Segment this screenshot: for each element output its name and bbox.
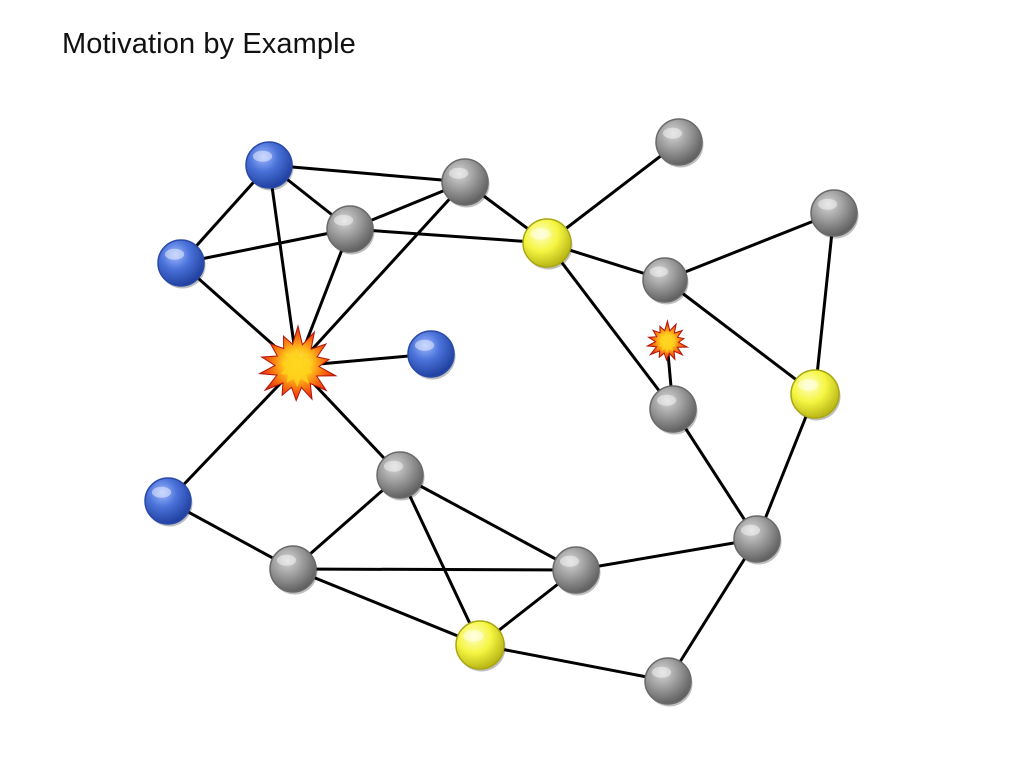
- node-gray: [733, 515, 782, 565]
- node-gray: [441, 158, 490, 208]
- edge-y2-g10: [755, 393, 817, 540]
- edge-g7-y3: [398, 474, 482, 646]
- node-blue: [407, 330, 456, 380]
- node-blue: [144, 477, 193, 527]
- node-layer: [144, 118, 859, 707]
- node-gray: [655, 118, 704, 168]
- edge-y1-g4: [546, 140, 680, 245]
- slide-title: Motivation by Example: [62, 28, 356, 60]
- edge-g10-g11: [666, 538, 759, 682]
- node-gray: [326, 205, 375, 255]
- edge-g3-g5: [664, 211, 835, 282]
- edge-b2-g2: [180, 227, 351, 265]
- edge-b1-e1: [267, 164, 299, 367]
- node-gray: [376, 451, 425, 501]
- node-yellow: [455, 620, 506, 672]
- node-yellow: [522, 218, 573, 270]
- edge-layer: [166, 140, 836, 683]
- edge-y1-g6: [545, 242, 675, 410]
- edge-g6-g10: [671, 408, 759, 540]
- edge-b1-g1: [268, 163, 466, 184]
- edge-g2-y1: [349, 227, 548, 245]
- node-blue: [157, 239, 206, 289]
- node-gray: [552, 546, 601, 596]
- node-gray: [642, 257, 689, 305]
- explosion-icon: [257, 324, 338, 403]
- node-blue: [245, 141, 294, 191]
- edge-y3-g11: [479, 643, 669, 683]
- edge-g8-y3: [292, 567, 481, 647]
- node-yellow: [790, 369, 841, 421]
- edge-g8-g9: [292, 567, 577, 572]
- edge-g1-e1: [295, 180, 467, 368]
- edge-g3-y2: [664, 278, 816, 396]
- node-gray: [644, 657, 693, 707]
- edge-g7-g9: [399, 473, 577, 572]
- node-gray: [810, 189, 859, 239]
- explosion-icon: [645, 319, 690, 362]
- edge-g5-y2: [813, 212, 836, 395]
- edge-e1-b3: [166, 364, 299, 503]
- node-gray: [649, 385, 698, 435]
- edge-g10-g9: [575, 537, 758, 572]
- node-gray: [269, 545, 318, 595]
